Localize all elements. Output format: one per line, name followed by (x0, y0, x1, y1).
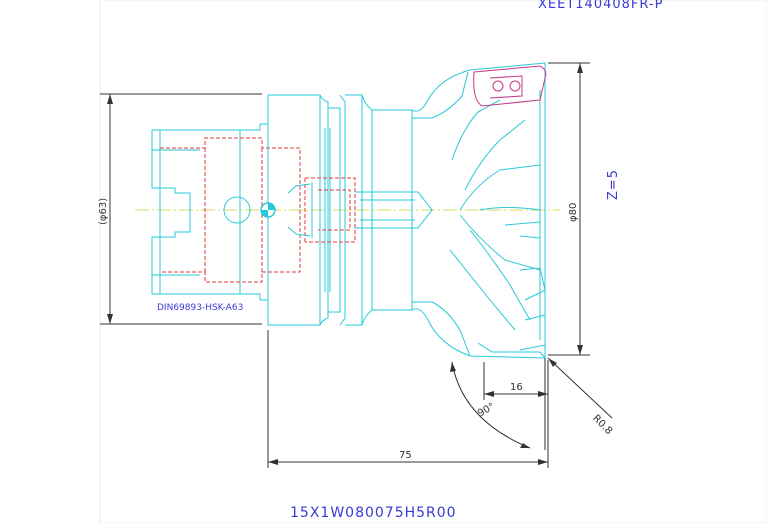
cut-depth-dim-label: 16 (510, 382, 523, 393)
part-code-label: 15X1W080075H5R00 (290, 505, 457, 521)
cutter-diameter-dim-label: φ80 (568, 202, 579, 222)
insert-code-label: XEET140408FR-P (538, 0, 664, 12)
dimension-arrows (107, 63, 583, 465)
body-hidden-bore (304, 177, 356, 243)
shank-spec-label: DIN69893-HSK-A63 (157, 303, 244, 313)
clamping-screw (287, 182, 433, 238)
dimension-lines (100, 62, 613, 468)
hsk-shank (151, 123, 268, 301)
center-marker (260, 202, 276, 218)
cutter-head (427, 62, 546, 359)
shank-diameter-dim-label: (φ63) (98, 197, 109, 225)
tool-body (267, 94, 432, 326)
overall-length-dim-label: 75 (399, 450, 412, 461)
teeth-count-label: Z=5 (606, 168, 621, 200)
shank-hole (223, 196, 251, 224)
sheet-border (99, 0, 767, 523)
top-insert (473, 65, 547, 107)
